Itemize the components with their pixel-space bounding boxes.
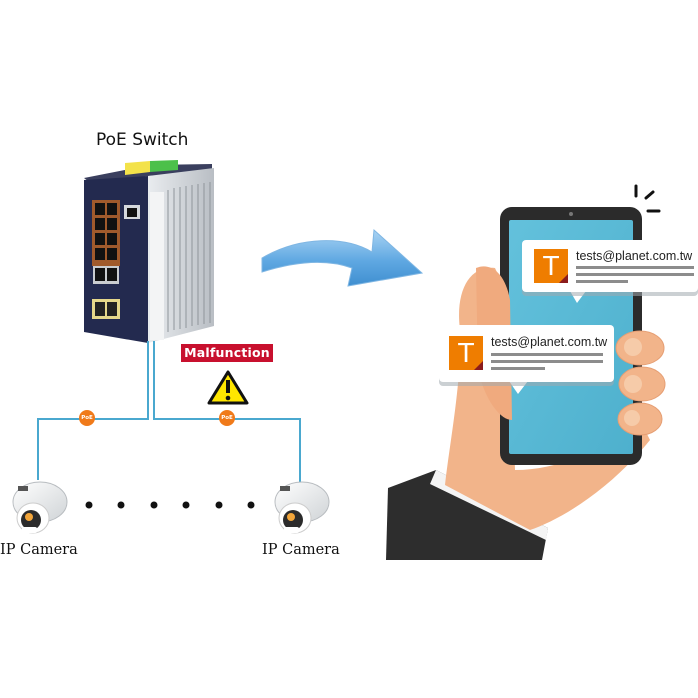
suit-sleeve	[386, 470, 548, 560]
ip-camera-right	[274, 481, 330, 534]
poe-badge-left: PoE	[79, 410, 95, 426]
ellipsis-dot	[247, 501, 255, 509]
poe-switch	[84, 160, 214, 343]
avatar-letter: T	[542, 250, 560, 281]
bubble-tail-bottom	[509, 381, 528, 394]
notification-bubble: T tests@planet.com.tw	[522, 240, 698, 292]
switch-title: PoE Switch	[96, 130, 189, 150]
ellipsis-dot	[85, 501, 93, 509]
malfunction-badge: Malfunction	[181, 344, 273, 362]
switch-din-bracket	[150, 192, 164, 340]
sender-avatar: T	[449, 336, 483, 370]
ellipsis-dot	[117, 501, 125, 509]
avatar-corner-fold	[474, 361, 483, 370]
message-preview-line	[576, 273, 694, 276]
bubble-tail-top	[570, 291, 586, 303]
camera-ellipsis	[85, 501, 255, 509]
avatar-corner-fold	[559, 274, 568, 283]
notification-ring-icon	[634, 184, 661, 213]
curved-arrow-right-icon	[261, 228, 424, 287]
cable-left	[37, 341, 149, 480]
ip-camera-left	[12, 481, 68, 534]
phone-camera	[569, 212, 573, 216]
poe-badge-right: PoE	[219, 410, 235, 426]
message-preview-line	[491, 360, 603, 363]
sender-avatar: T	[534, 249, 568, 283]
message-preview-line	[576, 280, 628, 283]
switch-terminal-green	[150, 160, 178, 172]
ellipsis-dot	[182, 501, 190, 509]
ellipsis-dot	[150, 501, 158, 509]
switch-terminal-yellow	[125, 161, 150, 175]
message-preview-line	[491, 353, 603, 356]
camera-label-right: IP Camera	[262, 542, 340, 558]
sender-email: tests@planet.com.tw	[491, 335, 608, 349]
avatar-letter: T	[457, 337, 475, 368]
sender-email: tests@planet.com.tw	[576, 249, 693, 263]
message-preview-line	[576, 266, 694, 269]
poe-cables	[37, 341, 301, 482]
message-preview-line	[491, 367, 545, 370]
camera-label-left: IP Camera	[0, 542, 78, 558]
warning-triangle-icon	[207, 370, 249, 405]
ellipsis-dot	[215, 501, 223, 509]
notification-bubble: T tests@planet.com.tw	[439, 325, 614, 382]
fingernails	[624, 338, 642, 426]
poe-ports	[95, 203, 117, 260]
